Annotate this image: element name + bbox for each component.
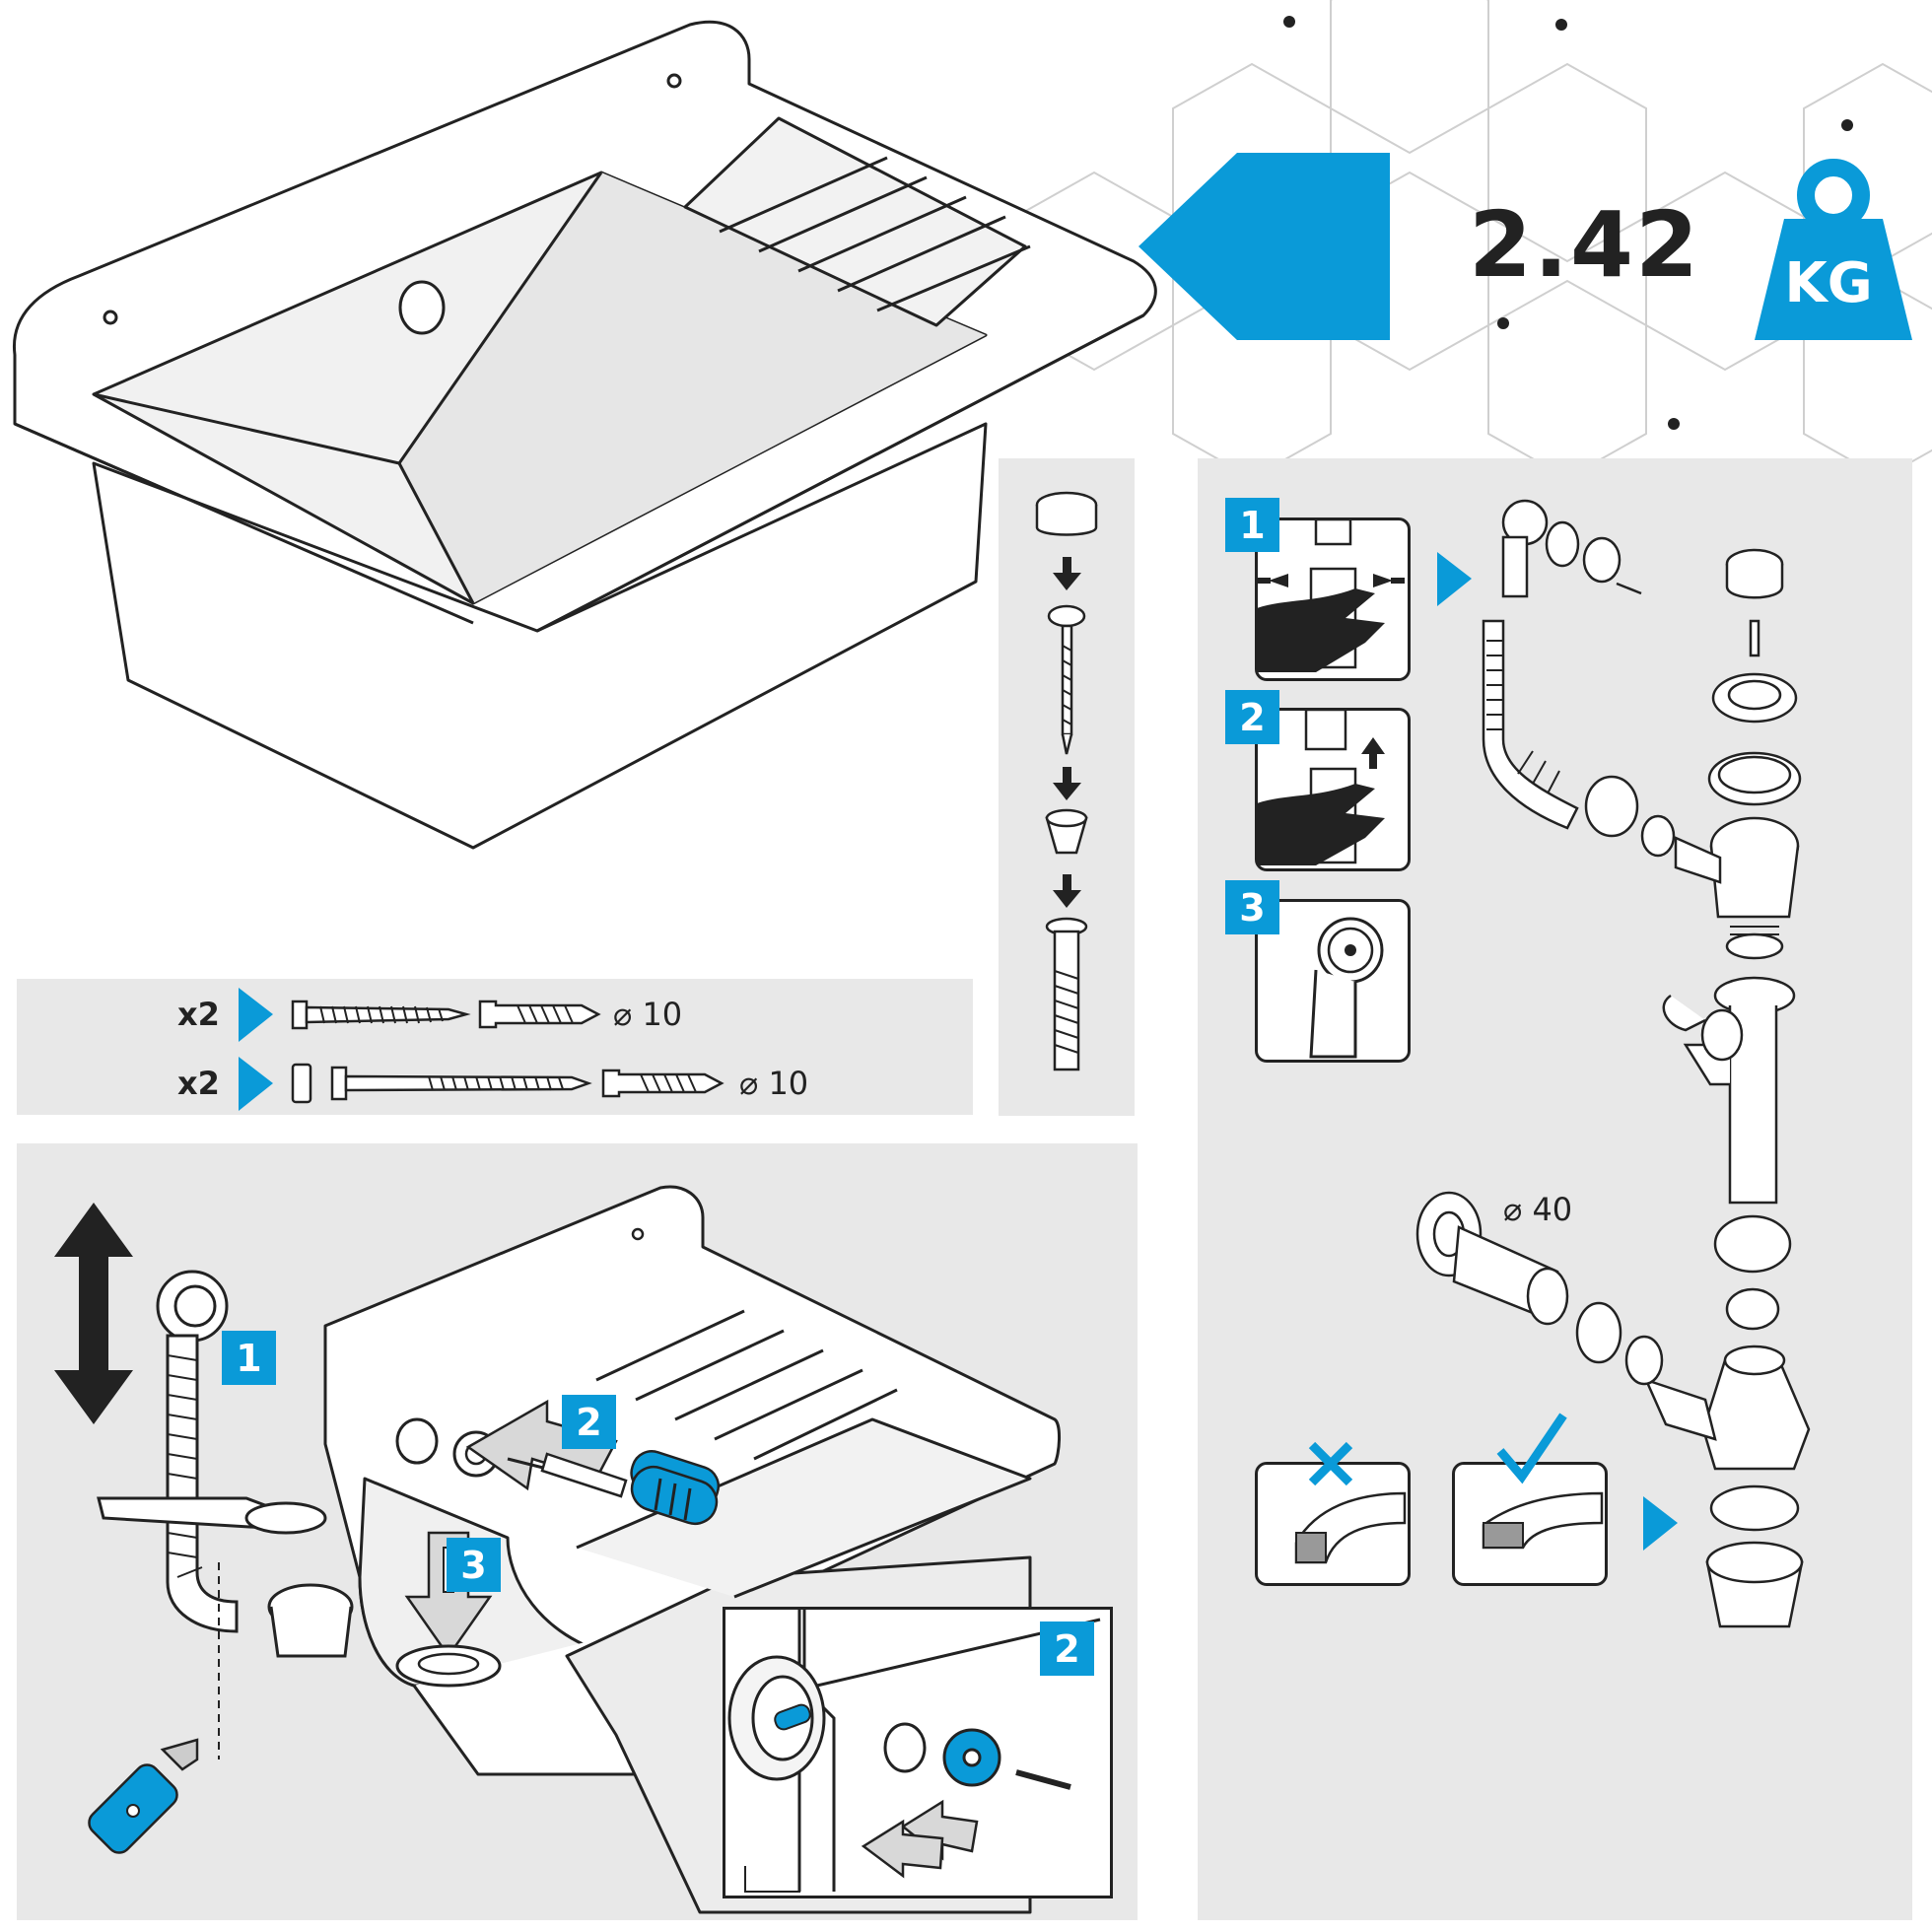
wall-plug (601, 1069, 724, 1098)
overflow-step-1-badge: 1 (1225, 498, 1279, 552)
fixings-row2-diameter: ⌀ 10 (739, 1065, 809, 1102)
overflow-hose-illustration (97, 1270, 354, 1760)
hand-push-up-illustration (1257, 708, 1385, 865)
washer (291, 1063, 312, 1104)
install-step-1-badge: 1 (222, 1331, 276, 1385)
overflow-step-2-badge: 2 (1225, 690, 1279, 744)
fixings-row2-quantity: x2 (177, 1065, 220, 1102)
weight-value: 2.42 (1469, 192, 1700, 298)
install-step-2-badge: 2 (562, 1395, 616, 1449)
sink-illustration (12, 20, 1157, 850)
waste-pipe-diameter: ⌀ 40 (1503, 1191, 1573, 1228)
install-step-3-badge: 3 (447, 1538, 501, 1592)
cross-icon (1308, 1441, 1353, 1486)
hand-squeeze-illustration (1257, 518, 1405, 672)
overflow-step-3-badge: 3 (1225, 880, 1279, 934)
overflow-detail-illustration (727, 1610, 1101, 1893)
wall-plug (478, 1000, 601, 1029)
check-icon (1496, 1413, 1567, 1484)
detail-step-2-badge: 2 (1040, 1622, 1094, 1676)
arrow-right-icon (1643, 1496, 1678, 1551)
screw-assembly-sequence (1035, 491, 1098, 1071)
wood-screw-short (291, 1000, 471, 1030)
screwdriver-icon (630, 1465, 719, 1526)
arrow-left-icon (1138, 153, 1390, 340)
arrow-right-icon (1437, 552, 1472, 606)
double-arrow-icon (54, 1203, 133, 1424)
fixings-row1-diameter: ⌀ 10 (613, 996, 683, 1033)
fixings-row1-quantity: x2 (177, 996, 220, 1033)
bolt-long (330, 1066, 592, 1101)
gasket-correct-illustration (1482, 1491, 1604, 1550)
arrow-right-icon (239, 988, 273, 1042)
gasket-wrong-illustration (1294, 1491, 1407, 1564)
cutter-knife-icon (88, 1738, 199, 1854)
weight-unit: KG (1784, 251, 1873, 315)
drain-kit-exploded-view (1415, 499, 1811, 1628)
overflow-assembled-illustration (1309, 917, 1384, 1059)
weight-icon (1755, 159, 1912, 340)
arrow-right-icon (239, 1057, 273, 1111)
